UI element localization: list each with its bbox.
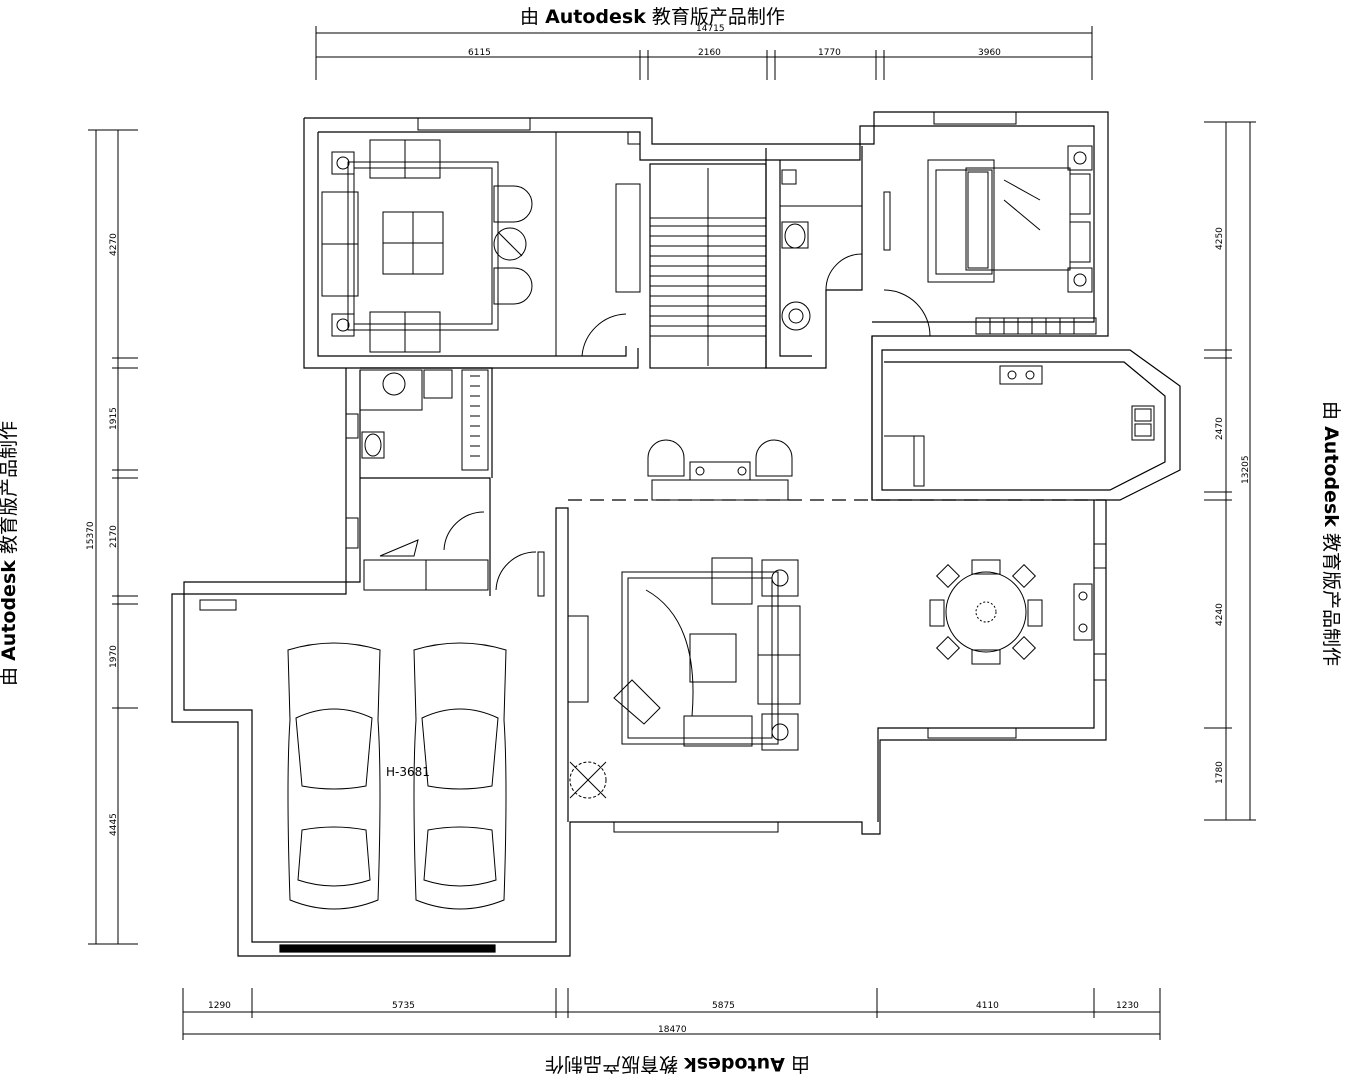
dim-bottom-seg-3: 5875 <box>712 1001 735 1011</box>
dimension-right: 4250 2470 4240 1780 13205 <box>1204 121 1256 821</box>
dim-bottom-total: 18470 <box>658 1025 687 1035</box>
dim-top-seg-1: 6115 <box>468 48 491 58</box>
dim-left-seg-3: 2170 <box>109 525 119 548</box>
dim-bottom-seg-2: 5735 <box>392 1001 415 1011</box>
dim-bottom-seg-1: 1290 <box>208 1001 231 1011</box>
watermark-suffix: 教育版产品制作 <box>651 6 785 28</box>
dim-bottom-seg-5: 1230 <box>1116 1001 1139 1011</box>
watermark-prefix: 由 <box>520 6 540 28</box>
stairs <box>650 168 766 366</box>
dim-bottom-seg-4: 4110 <box>976 1001 999 1011</box>
living-furniture <box>567 557 801 799</box>
dim-top-total: 14715 <box>696 24 725 34</box>
dim-right-seg-1: 4250 <box>1215 227 1225 250</box>
dim-left-seg-2: 1915 <box>109 407 119 430</box>
lounge-furniture <box>321 131 641 357</box>
kitchen-fixtures <box>884 365 1155 487</box>
entry-furniture <box>647 439 793 501</box>
dim-left-seg-4: 1970 <box>109 645 119 668</box>
dining-furniture <box>929 559 1093 665</box>
dim-top-seg-2: 2160 <box>698 48 721 58</box>
dim-left-seg-1: 4270 <box>109 233 119 256</box>
dimension-left: 4270 1915 2170 1970 4445 15370 <box>86 129 138 945</box>
garage-cars: H-3681 <box>287 642 507 910</box>
garage-code: H-3681 <box>386 765 430 779</box>
walls <box>171 111 1181 957</box>
dim-right-seg-2: 2470 <box>1215 417 1225 440</box>
dim-right-seg-4: 1780 <box>1215 761 1225 784</box>
dim-top-seg-3: 1770 <box>818 48 841 58</box>
dimension-top: 14715 6115 2160 1770 3960 <box>315 24 1093 80</box>
dim-left-seg-5: 4445 <box>109 813 119 836</box>
watermark-brand: Autodesk <box>545 6 646 28</box>
windows <box>199 111 1107 833</box>
dim-right-total: 13205 <box>1241 455 1251 484</box>
dim-right-seg-3: 4240 <box>1215 603 1225 626</box>
bathroom-fixtures <box>359 169 863 597</box>
dimension-bottom: 1290 5735 5875 4110 1230 18470 <box>182 988 1161 1040</box>
bedroom-furniture <box>883 145 1097 337</box>
watermark-top: 由 Autodesk 教育版产品制作 <box>520 2 785 29</box>
dim-top-seg-4: 3960 <box>978 48 1001 58</box>
dim-left-total: 15370 <box>86 521 96 550</box>
